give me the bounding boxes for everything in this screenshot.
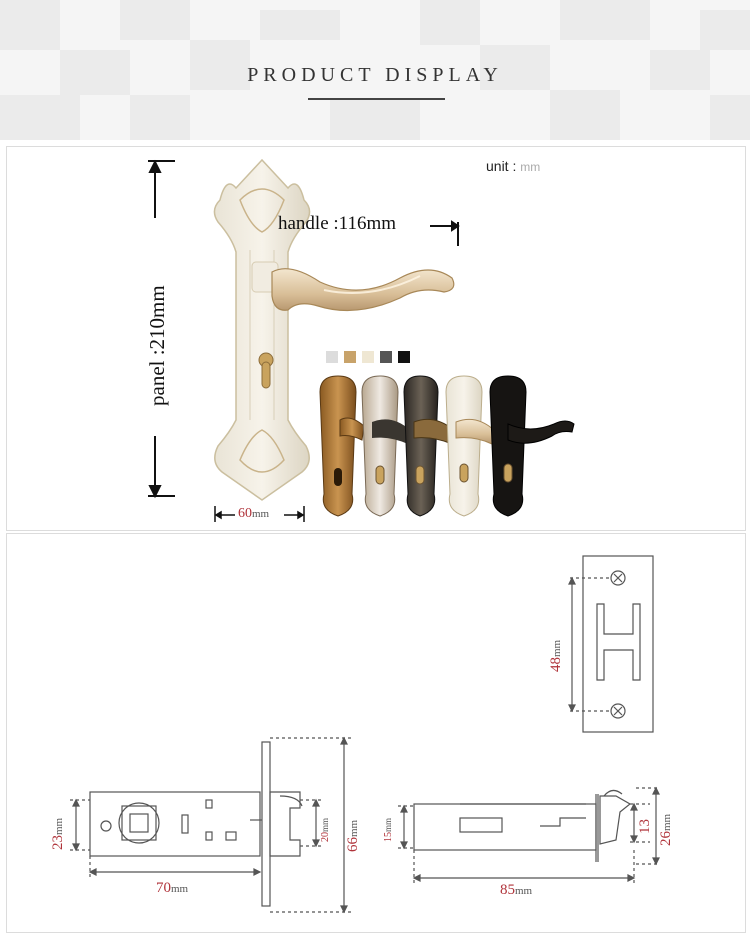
latch-length-label: 70mm: [156, 880, 189, 896]
variant-black-bronze: [403, 375, 455, 517]
panel-width-dimension: [214, 506, 305, 522]
color-swatches: [326, 351, 410, 363]
variant-ivory: [445, 375, 495, 517]
technical-drawing-panel: [6, 533, 746, 933]
swatch-bronze: [344, 351, 356, 363]
faceplate-inner-label: 20mm: [320, 817, 331, 842]
bolt-height-label: 13: [637, 819, 653, 834]
width-dimension-label: 60mm: [238, 506, 270, 521]
handle-dimension-label: handle :116mm: [278, 213, 397, 234]
bolt-total-label: 26mm: [658, 813, 674, 846]
strike-plate-drawing: [568, 555, 654, 733]
finish-variants: [319, 375, 575, 517]
variant-antique-bronze: [319, 375, 365, 517]
swatch-silver: [326, 351, 338, 363]
latch-body-height-label: 23mm: [50, 817, 66, 850]
latch-side-drawing: [398, 786, 660, 886]
main-lock-plate: [213, 158, 311, 501]
unit-label: unit : mm: [486, 158, 541, 174]
swatch-ivory: [362, 351, 374, 363]
side-length-label: 85mm: [500, 882, 533, 898]
lever-handle: [271, 268, 455, 312]
swatch-gray: [380, 351, 392, 363]
panel-dimension-label: panel :210mm: [145, 285, 169, 406]
side-body-label: 15mm: [383, 817, 394, 842]
strike-height-label: 48mm: [548, 639, 564, 672]
swatch-black: [398, 351, 410, 363]
page-title: PRODUCT DISPLAY: [247, 64, 503, 86]
variant-black: [489, 375, 575, 517]
variant-silver: [361, 375, 410, 517]
page-header: PRODUCT DISPLAY: [0, 0, 750, 140]
panel-height-dimension: [148, 159, 175, 499]
faceplate-height-label: 66mm: [345, 819, 361, 852]
latch-front-drawing: [70, 736, 352, 914]
technical-drawings: [70, 555, 660, 914]
title-underline: [308, 98, 445, 100]
